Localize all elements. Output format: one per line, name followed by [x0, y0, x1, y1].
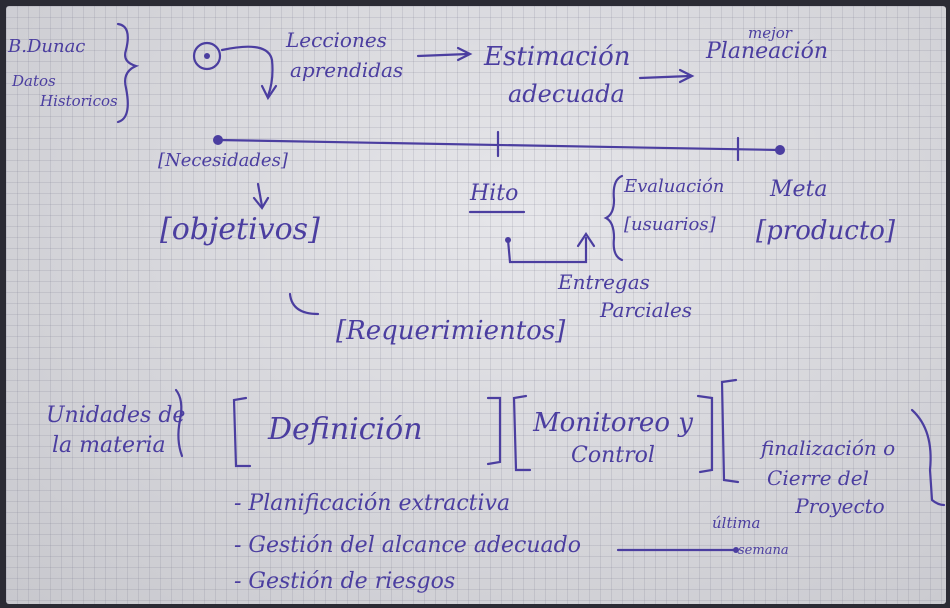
start-dot: [204, 53, 210, 59]
historicos-text: Historicos: [40, 92, 118, 110]
finalizacion-line2: Cierre del: [767, 466, 869, 490]
planeacion-text: Planeación: [706, 39, 829, 64]
lecciones-line1: Lecciones: [286, 28, 387, 52]
bracket-def-right: [486, 396, 502, 466]
b-dunac-text: B.Dunac: [8, 36, 86, 57]
semana-text: semana: [738, 543, 789, 558]
entregas-connector: [506, 236, 588, 264]
bracket-mon-left: [512, 394, 532, 472]
brace-top-left: [116, 22, 140, 124]
monitoreo-line2: Control: [571, 443, 655, 468]
lecciones-line2: aprendidas: [290, 58, 404, 82]
ultima-dot: [733, 547, 739, 553]
bracket-fin-right: [910, 408, 946, 507]
evaluacion-text: Evaluación: [624, 176, 725, 197]
entregas-line1: Entregas: [558, 270, 650, 294]
mejor-text: mejor: [748, 24, 792, 42]
bracket-fin-left: [720, 378, 740, 484]
arrowhead-4: [576, 232, 596, 248]
ultima-text: última: [712, 514, 761, 532]
bracket-label: [174, 388, 184, 458]
finalizacion-line3: Proyecto: [795, 494, 885, 518]
unidades-line1: Unidades de: [46, 403, 186, 428]
definicion-text: Definición: [268, 412, 423, 447]
hito-text: Hito: [470, 181, 519, 206]
loop-arrowhead: [260, 84, 278, 101]
bracket-mon-right: [696, 394, 714, 474]
arrow-necesidades-objetivos: [256, 182, 264, 208]
usuarios-text: [usuarios]: [624, 214, 716, 235]
producto-text: [producto]: [756, 216, 896, 246]
arrow-lecciones-estimacion: [416, 52, 470, 58]
loop-arrow: [220, 45, 274, 98]
arrowhead-2: [678, 68, 695, 84]
arrow-to-requerimientos: [288, 292, 320, 316]
whiteboard: [6, 6, 946, 604]
requerimientos-text: [Requerimientos]: [336, 316, 566, 346]
monitoreo-line1: Monitoreo y: [533, 408, 693, 438]
arrow-estimacion-planeacion: [638, 74, 692, 80]
objetivos-text: [objetivos]: [160, 212, 320, 247]
item-planificacion: - Planificación extractiva: [234, 491, 511, 516]
necesidades-text: [Necesidades]: [158, 150, 288, 171]
start-circle: [192, 41, 222, 71]
bracket-def-left: [232, 396, 252, 468]
datos-text: Datos: [12, 72, 56, 90]
meta-text: Meta: [770, 177, 828, 202]
entregas-line2: Parciales: [600, 298, 693, 322]
timeline-end-dot: [775, 145, 785, 155]
arrowhead-1: [456, 46, 473, 62]
estimacion-line1: Estimación: [484, 42, 631, 72]
arrowhead-3: [252, 196, 270, 210]
item-gestion-riesgos: - Gestión de riesgos: [234, 569, 456, 594]
timeline-start-dot: [213, 135, 223, 145]
finalizacion-line1: finalización o: [760, 436, 896, 460]
estimacion-line2: adecuada: [508, 80, 625, 108]
brace-evaluacion: [603, 174, 624, 262]
unidades-line2: la materia: [52, 433, 166, 458]
item-gestion-alcance: - Gestión del alcance adecuado: [234, 533, 581, 558]
